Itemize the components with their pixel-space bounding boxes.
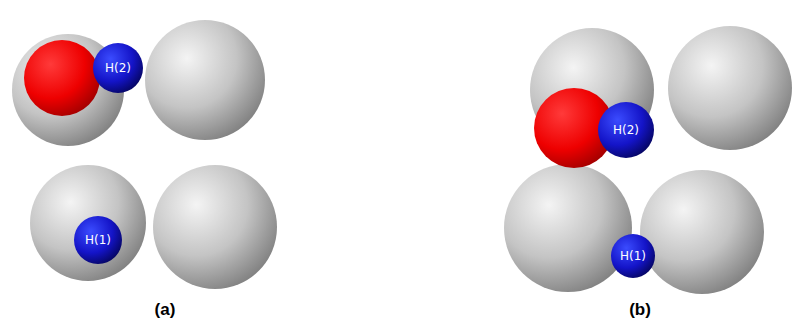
panel-b-atoms (504, 26, 792, 294)
atom-label: H(1) (85, 234, 111, 246)
atom-label: H(2) (613, 124, 639, 136)
panel-a-atoms (12, 20, 277, 289)
panel-label: (b) (629, 300, 651, 320)
grey-sphere (30, 165, 146, 281)
atom-label: H(1) (620, 250, 646, 262)
grey-sphere (504, 164, 632, 292)
hydrogen-atom: H(2) (598, 102, 654, 158)
grey-sphere (668, 26, 792, 150)
hydrogen-atom: H(2) (93, 43, 143, 93)
grey-sphere (145, 20, 265, 140)
hydrogen-atom: H(1) (74, 216, 122, 264)
oxygen-sphere (24, 40, 100, 116)
grey-sphere (640, 170, 764, 294)
hydrogen-atom: H(1) (611, 234, 655, 278)
panel-label: (a) (155, 300, 176, 320)
atom-label: H(2) (105, 62, 131, 74)
grey-sphere (153, 165, 277, 289)
